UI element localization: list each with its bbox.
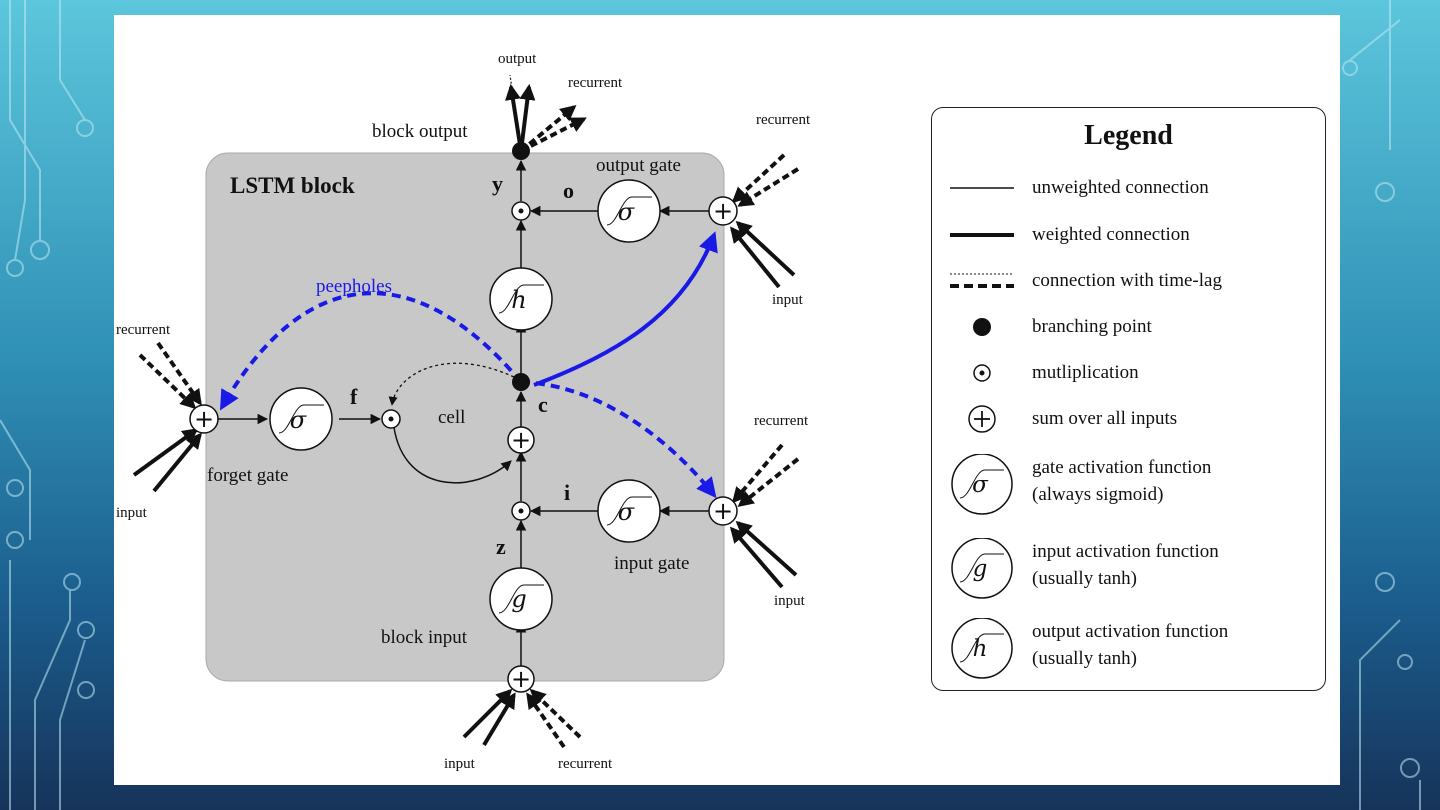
output-activation-node: h <box>489 267 553 331</box>
legend-item-timelag: connection with time-lag <box>932 267 1325 307</box>
bottom-recurrent-label: recurrent <box>558 756 613 772</box>
output-gate-sigmoid-node: σ <box>597 179 661 243</box>
forget-recurrent-label: recurrent <box>116 322 171 338</box>
legend-item-multiplication: mutliplication <box>932 359 1325 399</box>
input-activation-node: g <box>489 567 553 631</box>
output-label: output <box>498 51 537 67</box>
forget-gate-sum-node: + <box>189 404 219 434</box>
svg-text:g: g <box>973 556 988 582</box>
svg-text:σ: σ <box>618 198 635 226</box>
legend-panel: Legend unweighted connection weighted co… <box>931 107 1326 691</box>
input-gate-input-label: input <box>774 593 806 609</box>
forget-multiplication-node <box>381 409 401 429</box>
svg-text:h: h <box>511 286 526 314</box>
circle-plus-icon <box>968 405 996 433</box>
legend-item-output-activation: h output activation function (usually ta… <box>932 618 1325 688</box>
var-y-label: y <box>492 171 503 196</box>
sigma-activation-icon: σ <box>951 454 1013 515</box>
var-f-label: f <box>350 384 358 409</box>
input-multiplication-node <box>511 501 531 521</box>
svg-text:σ: σ <box>618 498 635 526</box>
thin-line-icon <box>950 187 1014 189</box>
var-i-label: i <box>564 480 570 505</box>
legend-title: Legend <box>1084 120 1173 151</box>
legend-item-unweighted: unweighted connection <box>932 174 1325 214</box>
peepholes-label: peepholes <box>316 276 392 297</box>
svg-text:+: + <box>713 197 733 225</box>
svg-text:σ: σ <box>290 406 307 434</box>
var-c-label: c <box>538 392 548 417</box>
h-activation-icon: h <box>951 618 1013 679</box>
svg-text:σ: σ <box>972 472 989 498</box>
cell-branch-point <box>512 373 530 391</box>
legend-item-sum: sum over all inputs <box>932 405 1325 445</box>
output-branch-point <box>512 142 530 160</box>
legend-item-branching: branching point <box>932 313 1325 353</box>
thick-line-icon <box>950 233 1014 237</box>
lstm-diagram: LSTM block <box>116 51 811 772</box>
input-gate-recurrent-label: recurrent <box>754 413 809 429</box>
block-output-label: block output <box>372 121 468 142</box>
forget-gate-label: forget gate <box>207 465 288 486</box>
filled-dot-icon <box>973 318 991 336</box>
g-activation-icon: g <box>951 538 1013 599</box>
slide-canvas: LSTM block <box>114 15 1340 785</box>
cell-label: cell <box>438 407 465 428</box>
circle-dot-icon <box>973 364 991 382</box>
output-multiplication-node <box>511 201 531 221</box>
block-input-label: block input <box>381 627 468 648</box>
legend-item-input-activation: g input activation function (usually tan… <box>932 538 1325 608</box>
forget-gate-sigmoid-node: σ <box>269 387 333 451</box>
output-gate-label: output gate <box>596 155 681 176</box>
svg-text:+: + <box>194 405 214 433</box>
svg-text:+: + <box>713 497 733 525</box>
output-gate-input-label: input <box>772 292 804 308</box>
block-input-sum-node: + <box>507 665 535 693</box>
output-gate-sum-node: + <box>708 196 738 226</box>
cell-sum-node: + <box>507 426 535 454</box>
lstm-block-title: LSTM block <box>230 173 355 198</box>
forget-input-label: input <box>116 505 148 521</box>
svg-text:g: g <box>511 585 526 613</box>
var-z-label: z <box>496 534 506 559</box>
dashed-line-icon <box>950 273 1014 288</box>
svg-text:+: + <box>511 665 531 693</box>
legend-item-gate-activation: σ gate activation function (always sigmo… <box>932 454 1325 524</box>
input-gate-label: input gate <box>614 553 689 574</box>
var-o-label: o <box>563 178 574 203</box>
input-gate-sigmoid-node: σ <box>597 479 661 543</box>
svg-text:+: + <box>511 426 531 454</box>
svg-text:h: h <box>973 636 988 662</box>
output-recurrent-label: recurrent <box>568 75 623 91</box>
legend-item-weighted: weighted connection <box>932 221 1325 261</box>
bottom-input-label: input <box>444 756 476 772</box>
input-gate-sum-node: + <box>708 496 738 526</box>
output-gate-recurrent-label: recurrent <box>756 112 811 128</box>
